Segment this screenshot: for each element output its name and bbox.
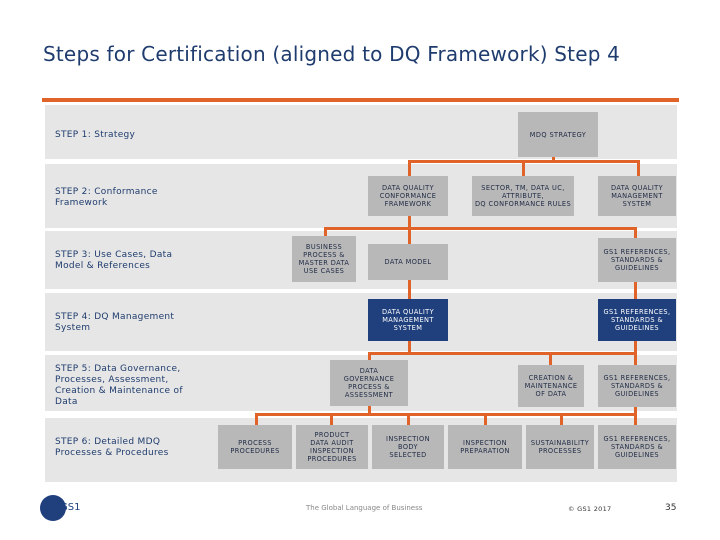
box-sector-tm-rules: SECTOR, TM, DATA UC, ATTRIBUTE, DQ CONFO…	[472, 176, 574, 216]
connector-v-strategy	[552, 156, 555, 163]
footer-tagline: The Global Language of Business	[306, 504, 423, 512]
connector-h-step5	[368, 352, 636, 355]
box-business-process: BUSINESS PROCESS & MASTER DATA USE CASES	[292, 236, 356, 282]
box-data-model: DATA MODEL	[368, 244, 448, 280]
step-label-3: STEP 3: Use Cases, Data Model & Referenc…	[55, 250, 173, 271]
box-mdq-strategy: MDQ STRATEGY	[518, 112, 598, 157]
step-label-6: STEP 6: Detailed MDQ Processes & Procedu…	[55, 437, 169, 458]
connector-h-step3	[324, 227, 637, 230]
connector-v-s6-6	[634, 404, 637, 427]
connector-v-s3-mid	[408, 227, 411, 247]
connector-v-s2-mid	[522, 160, 525, 178]
box-process-procedures: PROCESS PROCEDURES	[218, 425, 292, 469]
connector-v-s3-s4	[408, 270, 411, 300]
connector-v-s5-right	[634, 340, 637, 366]
connector-v-s2-down	[408, 212, 411, 229]
top-divider	[42, 98, 679, 102]
connector-v-s5-mid	[549, 352, 552, 366]
box-dq-management-system-s2: DATA QUALITY MANAGEMENT SYSTEM	[598, 176, 676, 216]
box-inspection-preparation: INSPECTION PREPARATION	[448, 425, 522, 469]
connector-h-step6	[255, 413, 636, 416]
step-row-4	[45, 293, 677, 351]
connector-v-s3-s4-right	[634, 282, 637, 300]
box-sustainability-processes: SUSTAINABILITY PROCESSES	[526, 425, 594, 469]
gs1-logo-icon	[40, 495, 66, 521]
connector-v-s2-left	[408, 160, 411, 178]
box-data-governance: DATA GOVERNANCE PROCESS & ASSESSMENT	[330, 360, 408, 406]
box-dq-management-system-s4: DATA QUALITY MANAGEMENT SYSTEM	[368, 299, 448, 341]
connector-v-s3-left	[324, 227, 327, 237]
step-label-5: STEP 5: Data Governance, Processes, Asse…	[55, 364, 183, 407]
step-label-1: STEP 1: Strategy	[55, 130, 136, 140]
box-gs1-refs-s5: GS1 REFERENCES, STANDARDS & GUIDELINES	[598, 365, 676, 407]
step-row-3	[45, 231, 677, 289]
box-product-data-audit: PRODUCT DATA AUDIT INSPECTION PROCEDURES	[296, 425, 368, 469]
connector-v-s6-3	[407, 413, 410, 427]
connector-v-s6-2	[330, 413, 333, 427]
connector-v-s4-down	[408, 340, 411, 354]
box-dq-conformance-framework: DATA QUALITY CONFORMANCE FRAMEWORK	[368, 176, 448, 216]
connector-v-s6-4	[484, 413, 487, 427]
page-number: 35	[665, 503, 677, 513]
step-label-2: STEP 2: Conformance Framework	[55, 187, 158, 208]
connector-v-s6-5	[560, 413, 563, 427]
page-title: Steps for Certification (aligned to DQ F…	[43, 42, 621, 66]
box-gs1-refs-s3: GS1 REFERENCES, STANDARDS & GUIDELINES	[598, 238, 676, 282]
connector-v-s6-1	[255, 413, 258, 427]
connector-v-s2-right	[637, 160, 640, 178]
connector-v-s5-down	[368, 404, 371, 415]
connector-v-s3-right	[634, 227, 637, 239]
box-creation-maintenance: CREATION & MAINTENANCE OF DATA	[518, 365, 584, 407]
footer-copyright: © GS1 2017	[568, 505, 612, 513]
box-gs1-refs-s4: GS1 REFERENCES, STANDARDS & GUIDELINES	[598, 299, 676, 341]
box-gs1-refs-s6: GS1 REFERENCES, STANDARDS & GUIDELINES	[598, 425, 676, 469]
connector-v-s5-left	[368, 352, 371, 362]
gs1-logo-text: GS1	[60, 502, 81, 513]
box-inspection-body: INSPECTION BODY SELECTED	[372, 425, 444, 469]
step-label-4: STEP 4: DQ Management System	[55, 312, 175, 333]
